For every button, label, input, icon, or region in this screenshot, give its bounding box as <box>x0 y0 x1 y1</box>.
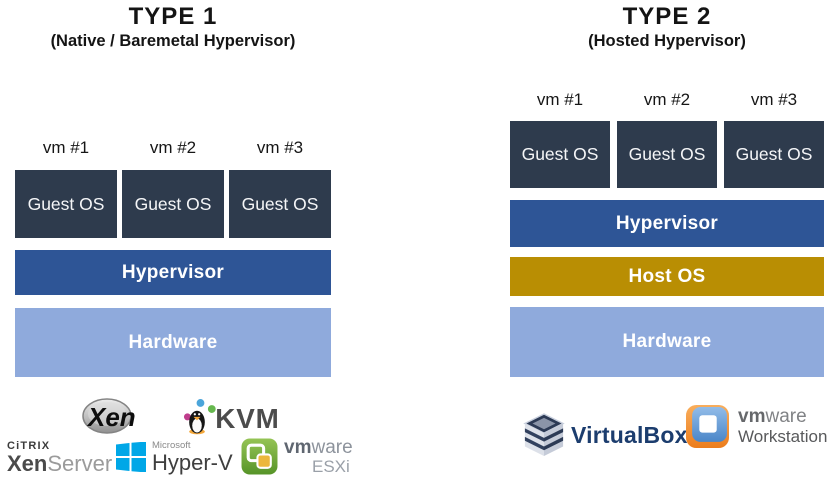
svg-text:KVM: KVM <box>215 403 277 434</box>
virtualbox-wordmark: VirtualBox <box>571 421 688 448</box>
citrix-wordmark: CiTRIX <box>7 440 51 452</box>
svg-text:Xen: Xen <box>86 402 136 432</box>
windows-flag-icon <box>116 442 146 473</box>
guest-os-box: Guest OS <box>724 121 824 188</box>
hyperv-logo: Microsoft Hyper-V <box>116 441 233 474</box>
type1-subtitle: (Native / Baremetal Hypervisor) <box>50 32 296 50</box>
type2-guest-os-row: Guest OS Guest OS Guest OS <box>510 121 824 188</box>
kvm-penguin-icon: KVM <box>183 399 277 435</box>
guest-os-box: Guest OS <box>122 170 224 238</box>
type2-subtitle: (Hosted Hypervisor) <box>588 32 746 50</box>
type2-hypervisor-layer: Hypervisor <box>510 200 824 247</box>
guest-os-box: Guest OS <box>15 170 117 238</box>
vmware-workstation-logo: vmware Workstation <box>686 405 827 448</box>
guest-os-box: Guest OS <box>617 121 717 188</box>
kvm-logo: KVM <box>177 396 277 436</box>
type1-column: TYPE 1 (Native / Baremetal Hypervisor) v… <box>7 0 353 487</box>
virtualbox-cube-icon <box>523 413 565 456</box>
esxi-box-icon <box>241 438 278 475</box>
type2-host-os-layer: Host OS <box>510 257 824 296</box>
vm-label: vm #3 <box>750 90 798 109</box>
type1-hardware-layer: Hardware <box>15 308 331 377</box>
type1-title: TYPE 1 <box>128 3 218 30</box>
vm-label: vm #1 <box>42 138 90 157</box>
hyperv-wordmark: Microsoft Hyper-V <box>152 440 233 475</box>
citrix-xenserver-logo: CiTRIX XenServer <box>7 440 112 476</box>
xen-logo-icon: Xen <box>82 398 136 434</box>
type2-hardware-layer: Hardware <box>510 307 824 377</box>
type1-guest-os-row: Guest OS Guest OS Guest OS <box>15 170 331 238</box>
type1-vm-labels: vm #1 vm #2 vm #3 <box>15 138 331 158</box>
type2-vm-labels: vm #1 vm #2 vm #3 <box>510 90 824 110</box>
esxi-wordmark: vmware ESXi <box>284 437 353 476</box>
guest-os-box: Guest OS <box>229 170 331 238</box>
type1-hypervisor-layer: Hypervisor <box>15 250 331 295</box>
vm-label: vm #3 <box>256 138 304 157</box>
xen-logo: Xen <box>81 397 181 435</box>
virtualbox-logo: VirtualBox <box>523 412 688 458</box>
workstation-wordmark: vmware Workstation <box>738 405 828 446</box>
workstation-icon <box>686 405 729 448</box>
type2-title: TYPE 2 <box>622 3 712 30</box>
vm-label: vm #2 <box>643 90 691 109</box>
vm-label: vm #1 <box>536 90 584 109</box>
vm-label: vm #2 <box>149 138 197 157</box>
type2-column: TYPE 2 (Hosted Hypervisor) vm #1 vm #2 v… <box>510 0 827 487</box>
xenserver-wordmark: XenServer <box>7 451 113 476</box>
guest-os-box: Guest OS <box>510 121 610 188</box>
vmware-esxi-logo: vmware ESXi <box>241 438 353 476</box>
